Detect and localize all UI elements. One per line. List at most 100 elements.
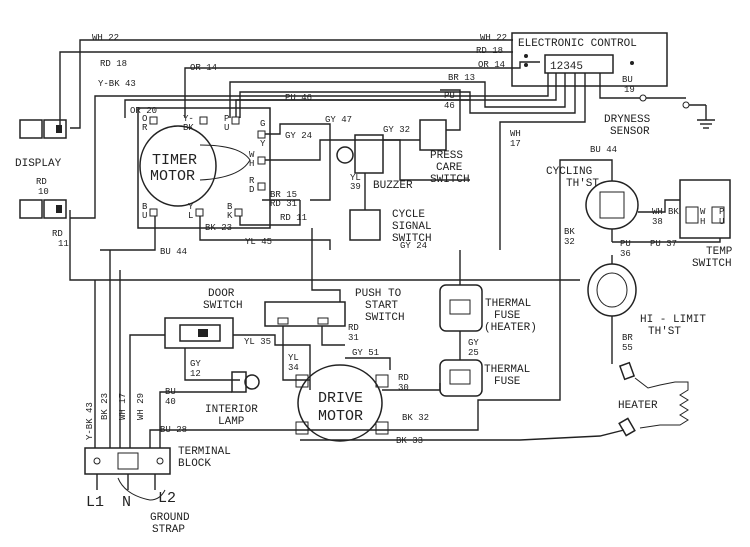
wire-or20: OR 20 [130, 106, 157, 116]
wire-bk32-right-b: 32 [564, 237, 575, 247]
wire-rd11-timer: RD 11 [280, 213, 307, 223]
thermal-fuse-heater-label-3: (HEATER) [484, 322, 537, 334]
wire-bu19-a: BU [622, 75, 633, 85]
hi-limit-thermostat: HI - LIMIT TH'ST BR 55 [587, 255, 706, 364]
terminal-block: TERMINAL BLOCK BU 28 L1 N L2 GROUND STRA… [84, 250, 300, 536]
interior-lamp-label-1: INTERIOR [205, 404, 258, 416]
wire-or14-right: OR 14 [478, 60, 505, 70]
wire-ybk43-left: Y-BK 43 [85, 402, 95, 440]
wire-wh22-right: WH 22 [480, 33, 507, 43]
terminal-wh-a: W [249, 150, 255, 160]
wire-ybk43-top: Y-BK 43 [98, 79, 136, 89]
press-care-switch: PU 46 PRESS CARE SWITCH [383, 89, 470, 186]
terminal-ybk-a: Y- [183, 114, 194, 124]
thermal-fuse-heater-label-2: FUSE [494, 310, 521, 322]
push-to-start-label-3: SWITCH [365, 312, 405, 324]
press-care-label-1: PRESS [430, 150, 463, 162]
terminal-bu-a: B [142, 202, 148, 212]
control-pins-label: 12345 [550, 61, 583, 73]
dryness-sensor: DRYNESS SENSOR [604, 94, 715, 138]
wire-gy24-timer: GY 24 [285, 131, 312, 141]
wire-wh17-right-b: 17 [510, 139, 521, 149]
wire-pu37: PU 37 [650, 239, 677, 249]
hi-limit-label-1: HI - LIMIT [640, 314, 706, 326]
drive-motor: DRIVE MOTOR YL 34 GY 51 RD 30 BK 32 BK 3… [288, 348, 441, 446]
wire-rd10-b: 10 [38, 187, 49, 197]
interior-lamp: INTERIOR LAMP BU 40 [159, 371, 260, 448]
wire-wh29: WH 29 [136, 393, 146, 420]
dryness-sensor-label-2: SENSOR [610, 126, 650, 138]
wire-pu46-right-a: PU [444, 91, 455, 101]
wire-yl39-a: YL [350, 173, 361, 183]
wire-br13: BR 13 [448, 73, 475, 83]
thermal-fuse-label-1: THERMAL [484, 364, 530, 376]
wire-yl35: YL 35 [244, 337, 271, 347]
cycling-thst-label-1: CYCLING [546, 166, 592, 178]
terminal-yl-a: Y [188, 202, 194, 212]
terminal-gy-b: Y [260, 139, 266, 149]
wire-pu36-a: PU [620, 239, 631, 249]
wire-wh22-top: WH 22 [92, 33, 119, 43]
terminal-bu-b: U [142, 211, 147, 221]
terminal-or-a: O [142, 114, 147, 124]
l1-label: L1 [86, 494, 104, 511]
wire-pu36-b: 36 [620, 249, 631, 259]
top-harness [59, 39, 640, 250]
door-switch-label-2: SWITCH [203, 300, 243, 312]
wire-pu46-right-b: 46 [444, 101, 455, 111]
wire-yl34-b: 34 [288, 363, 299, 373]
terminal-temp-wh-a: W [700, 207, 706, 217]
temp-switch-label-1: TEMP [706, 246, 733, 258]
interior-lamp-label-2: LAMP [218, 416, 245, 428]
door-switch-label-1: DOOR [208, 288, 235, 300]
wire-rd18-top: RD 18 [100, 59, 127, 69]
cycle-signal-label-1: CYCLE [392, 209, 425, 221]
wire-rd31-push-a: RD [348, 323, 359, 333]
wire-bu19-b: 19 [624, 85, 635, 95]
wire-wh17-left: WH 17 [118, 393, 128, 420]
terminal-rd-b: D [249, 185, 254, 195]
wire-gy32: GY 32 [383, 125, 410, 135]
cycle-signal-label-2: SIGNAL [392, 221, 432, 233]
cycling-thermostat: BU 44 CYCLING TH'ST BK 32 PU 36 [300, 145, 639, 431]
wire-wh38-a: WH [652, 207, 663, 217]
wire-rd31-timer: RD 31 [270, 199, 297, 209]
display: DISPLAY RD 10 RD 11 [15, 119, 580, 281]
l2-label: L2 [158, 490, 176, 507]
wire-rd11-a: RD [52, 229, 63, 239]
timer-motor: TIMER MOTOR O R Y- BK P U G Y W H R D B … [137, 107, 271, 229]
terminal-temp-wh-b: H [700, 217, 705, 227]
push-to-start-switch: PUSH TO START SWITCH RD 31 [264, 228, 405, 381]
wire-br55-b: 55 [622, 343, 633, 353]
wire-rd18-right: RD 18 [476, 46, 503, 56]
cycle-signal-switch: CYCLE SIGNAL SWITCH [349, 173, 432, 245]
wire-gy12-b: 12 [190, 369, 201, 379]
wire-gy51: GY 51 [352, 348, 379, 358]
wire-yl39-b: 39 [350, 182, 361, 192]
timer-motor-label-2: MOTOR [150, 168, 195, 185]
terminal-ybk-b: BK [183, 123, 194, 133]
thermal-fuse-label-2: FUSE [494, 376, 521, 388]
thermal-fuse-heater: THERMAL FUSE (HEATER) GY 24 [400, 241, 537, 334]
wire-rd31-push-b: 31 [348, 333, 359, 343]
drive-motor-label-1: DRIVE [318, 390, 363, 407]
wire-rd11-b: 11 [58, 239, 69, 249]
wire-bk33: BK 33 [396, 436, 423, 446]
wire-bk32-right-a: BK [564, 227, 575, 237]
n-label: N [122, 494, 131, 511]
wire-bk23-left: BK 23 [100, 393, 110, 420]
display-label: DISPLAY [15, 158, 62, 170]
terminal-wh-b: H [249, 159, 254, 169]
dryness-sensor-label-1: DRYNESS [604, 114, 651, 126]
press-care-label-3: SWITCH [430, 174, 470, 186]
terminal-or-b: R [142, 123, 148, 133]
temp-switch-label-2: SWITCH [692, 258, 732, 270]
heater: HEATER [300, 361, 689, 441]
thermal-fuse-heater-label-1: THERMAL [485, 298, 531, 310]
wire-wh17-right-a: WH [510, 129, 521, 139]
wire-gy25-a: GY [468, 338, 479, 348]
wire-bu28: BU 28 [160, 425, 187, 435]
ground-strap-label-2: STRAP [152, 524, 185, 536]
wire-br55-a: BR [622, 333, 633, 343]
wire-gy25-b: 25 [468, 348, 479, 358]
